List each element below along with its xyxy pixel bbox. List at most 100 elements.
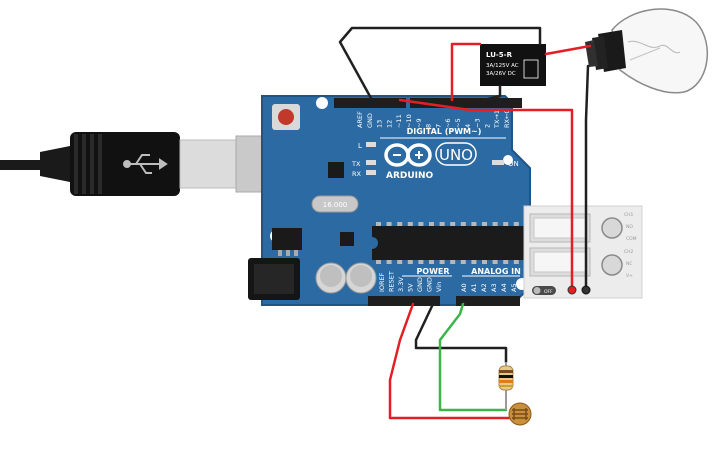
chip-leg [386, 260, 392, 264]
relay-terminal [601, 254, 623, 276]
pin-label: RX←0 [503, 109, 511, 128]
pin-label: A1 [470, 283, 478, 292]
reset-button[interactable] [272, 104, 300, 130]
led-l [366, 142, 376, 147]
relay-model-label: LU-5-R [486, 51, 513, 59]
pin-label: 8 [425, 124, 433, 128]
led-tx-label: TX [351, 160, 361, 168]
wire-green-a0 [438, 302, 508, 412]
chip-leg [439, 260, 445, 264]
pin-label: A2 [480, 283, 488, 292]
pin-label: TX→1 [493, 110, 501, 129]
pin-label: GND [366, 113, 374, 128]
terminal-label: V+ [626, 273, 633, 279]
chip-leg [418, 222, 424, 226]
pin-label: GND [416, 277, 424, 292]
chip-leg [386, 222, 392, 226]
relay-rating-ac: 3A/125V AC [486, 63, 519, 69]
wire-red-5v [388, 302, 512, 420]
chip-leg [471, 222, 477, 226]
pin-label: 12 [385, 120, 393, 128]
pin-label: 7 [434, 124, 442, 128]
chip-leg [503, 260, 509, 264]
pin-label: ~5 [454, 118, 462, 128]
arduino-infinity-logo-icon [384, 143, 432, 167]
brand-label: ARDUINO [386, 171, 434, 181]
led-on-label: ON [508, 160, 519, 168]
usb-symbol-icon [123, 154, 168, 174]
chip-leg [397, 222, 403, 226]
chip-leg [492, 222, 498, 226]
chip-leg [503, 222, 509, 226]
terminal-label: CH1 [624, 212, 634, 218]
uno-badge: UNO [435, 142, 477, 166]
pin-label: ~3 [474, 118, 482, 128]
terminal-label: NC [626, 261, 633, 267]
pin-label: ~9 [415, 118, 423, 128]
wire-black-gnd [414, 302, 508, 364]
model-label: UNO [439, 146, 473, 164]
led-rx [366, 170, 376, 175]
switch-off-label: OFF [544, 289, 553, 295]
power-jack[interactable] [248, 258, 300, 300]
pin-label: IOREF [378, 272, 386, 292]
chip-leg [482, 222, 487, 226]
module-switch[interactable]: OFF [532, 286, 556, 295]
usb-chip [328, 162, 344, 178]
resistor-icon [498, 362, 514, 400]
relay-rating-dc: 3A/26V DC [486, 71, 516, 77]
pin-label: 3.3V [397, 277, 405, 292]
pin-label: A0 [460, 283, 468, 292]
chip-leg [460, 260, 466, 264]
pin-label: RESET [388, 271, 396, 292]
wires [338, 26, 592, 420]
led-on [492, 160, 504, 165]
led-tx [366, 160, 376, 165]
mounting-hole [316, 97, 328, 109]
pin-label: AREF [356, 111, 364, 128]
pin-label: ~6 [444, 118, 452, 128]
power-label: POWER [416, 267, 449, 276]
chip-leg [439, 222, 445, 226]
chip-leg [492, 260, 498, 264]
digital-label: DIGITAL (PWM~) [407, 127, 482, 136]
chip-leg [407, 222, 413, 226]
wire-black-module [584, 64, 590, 292]
small-chip [340, 232, 354, 246]
relay-lu-5-r: LU-5-R 3A/125V AC 3A/26V DC [480, 44, 546, 86]
pin-label: 4 [464, 124, 472, 128]
wire-red-relay-signal [450, 42, 482, 102]
power-header [368, 296, 440, 306]
pin-label: A4 [500, 283, 508, 292]
chip-leg [376, 222, 381, 226]
crystal-label: 16.000 [323, 201, 348, 209]
voltage-regulator [272, 228, 302, 250]
crystal-oscillator: 16.000 [311, 195, 359, 213]
wire-black-relay-coil [338, 26, 542, 102]
relay-module: CH1 NO COM CH2 NC V+ OFF [523, 205, 643, 299]
pin-label: 5V [407, 283, 415, 292]
chip-leg [429, 260, 434, 264]
pin-label: ~11 [395, 114, 403, 128]
capacitor [345, 262, 377, 294]
chip-leg [407, 260, 413, 264]
analog-header [456, 296, 520, 306]
led-rx-label: RX [352, 170, 362, 178]
chip-leg [513, 222, 519, 226]
led-l-label: L [358, 142, 362, 150]
pin-label: GND [426, 277, 434, 292]
wire-terminal [581, 285, 591, 295]
pin-label: Vin [435, 282, 443, 292]
chip-leg [397, 260, 403, 264]
atmega-chip [372, 226, 524, 260]
relay-terminal [601, 217, 623, 239]
pin-label: A5 [510, 283, 518, 292]
wire-terminal [567, 285, 577, 295]
photoresistor-icon [505, 400, 532, 426]
pin-label: 13 [376, 120, 384, 128]
pin-label: ~10 [405, 114, 413, 128]
terminal-label: NO [626, 224, 633, 230]
light-bulb-icon [585, 8, 709, 94]
